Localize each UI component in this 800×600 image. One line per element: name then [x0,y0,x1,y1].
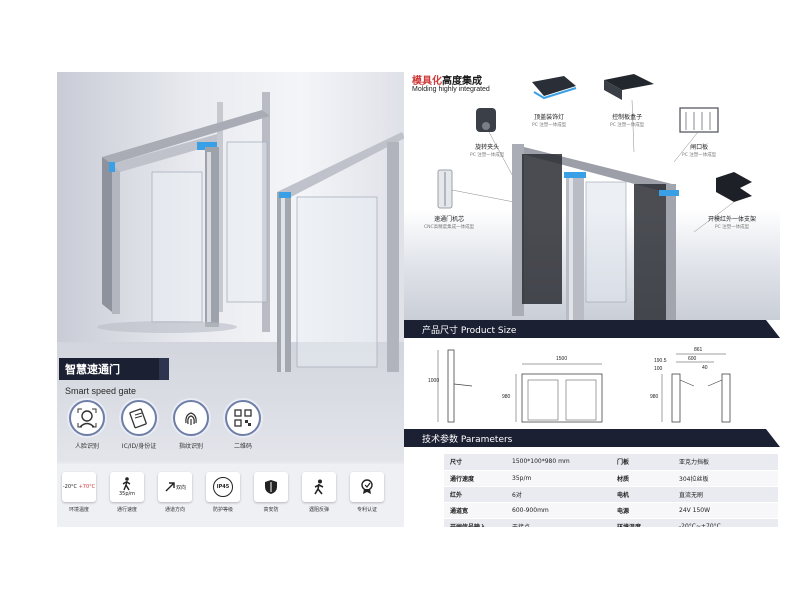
id-card-icon [121,400,157,436]
feature-fingerprint: 指纹识别 [161,400,221,450]
spec-label: 遇阻反弹 [308,507,329,513]
patent-certificate-icon [350,472,384,502]
table-row: 通行速度 35p/m 材质 304拉丝板 [444,470,778,487]
spec-direction: 双向 通道方向 [155,472,195,513]
running-person-icon [302,472,336,502]
dim-side-b: 100 [654,366,663,372]
walking-person-icon: 35p/m [110,472,144,502]
hero-section: 模具化高度集成 Molding highly integrated [404,72,780,322]
spec-label: 通道方向 [164,507,185,513]
dim-height: 1000 [428,378,440,384]
feature-label: 人脸识别 [74,443,99,450]
face-recognition-icon [69,400,105,436]
gate-panel-part [679,107,719,133]
title-bar: 智慧速通门 [59,358,159,380]
spec-anti-pinch: 遇阻反弹 [299,472,339,513]
parameters-table: 尺寸 1500*100*980 mm 门板 亚克力挡板 通行速度 35p/m 材… [444,454,778,527]
spec-protection: IP45 防护等级 [203,472,243,513]
feature-row: 人脸识别 IC/ID/身份证 指纹识别 二维码 [57,400,405,460]
dim-side-a: 190.5 [654,358,667,364]
fingerprint-icon [173,400,209,436]
spec-label: 环境温度 [68,507,89,513]
feature-qrcode: 二维码 [213,400,273,450]
product-size-header: 产品尺寸 Product Size [404,320,780,338]
spec-patent: 专利认证 [347,472,387,513]
feature-face: 人脸识别 [57,400,117,450]
shield-icon [254,472,288,502]
parameters-header: 技术参数 Parameters [404,429,780,447]
control-box-part [604,74,654,100]
top-lamp-part [532,76,577,100]
direction-arrow-icon: 双向 [158,472,192,502]
feature-label: 指纹识别 [178,443,203,450]
speed-gate-photo [97,92,405,372]
infrared-bracket-part [716,172,752,202]
spec-security: 高安防 [251,472,291,513]
table-row: 红外 6对 电机 直流无刷 [444,486,778,503]
spec-label: 专利认证 [356,507,377,513]
spec-label: 防护等级 [212,507,233,513]
spec-speed: 35p/m 通行速度 [107,472,147,513]
rotating-clamp-part [476,108,496,132]
gate-parts-render [437,74,752,322]
feature-card: IC/ID/身份证 [109,400,169,450]
page-title: 智慧速通门 [65,363,120,376]
spec-temperature: -20°C +70°C 环境温度 [59,472,99,513]
dim-front-height: 980 [502,394,511,400]
spec-label: 通行速度 [116,507,137,513]
dim-depth-b: 40 [702,365,708,371]
gate-core-part [437,169,453,209]
hero-subtitle: Molding highly integrated [412,86,490,93]
qr-code-icon [225,400,261,436]
table-row: 通道宽 600-900mm 电源 24V 150W [444,502,778,519]
spec-strip: -20°C +70°C 环境温度 35p/m 通行速度 双向 通道方向 [57,464,405,527]
left-panel: 智慧速通门 Smart speed gate 人脸识别 IC/ID/身份证 [57,72,405,527]
dimension-svg [437,349,731,423]
waterproof-drop-icon: IP45 [206,472,240,502]
title-accent [159,358,169,380]
feature-label: IC/ID/身份证 [121,443,157,450]
hero-title: 模具化高度集成 [412,76,482,87]
thermometer-icon: -20°C +70°C [62,472,96,502]
spec-label: 高安防 [263,507,279,513]
page-subtitle: Smart speed gate [65,386,137,396]
table-row: 尺寸 1500*100*980 mm 门板 亚克力挡板 [444,454,778,471]
table-row: 开闸信号输入 干接点 环境温度 -20°C~+70°C [444,518,778,527]
dim-depth-a: 600 [688,356,697,362]
feature-label: 二维码 [233,443,252,450]
dim-side-height: 980 [650,394,659,400]
dim-depth-total: 861 [694,347,703,353]
right-panel: 模具化高度集成 Molding highly integrated [404,72,780,527]
dim-width: 1500 [556,356,568,362]
